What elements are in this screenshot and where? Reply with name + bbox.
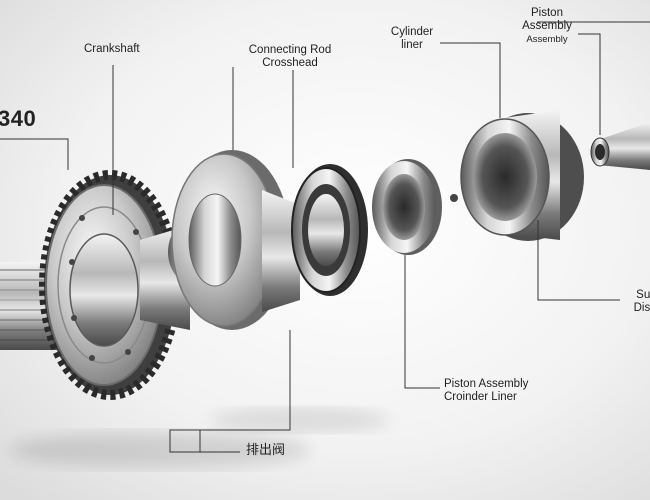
small-bolt xyxy=(450,194,458,202)
piston-assembly-label-line3: Assembly xyxy=(526,34,568,45)
gear xyxy=(39,170,181,400)
bearing xyxy=(291,164,368,296)
suction-discharge-label-line1: Suc xyxy=(636,289,650,301)
piston-assembly-label-line2: Assembly xyxy=(522,20,572,32)
discharge-valve-label: 排出阀 xyxy=(246,443,286,458)
suction-discharge-label-line2: Disc xyxy=(633,302,650,314)
cylinder-liner-label-line2: liner xyxy=(401,39,423,51)
cylinder-liner-ring xyxy=(372,159,442,255)
leader-lines xyxy=(0,21,650,453)
piston-assembly-liner-label-line2: Croinder Liner xyxy=(444,391,517,403)
connecting-rod-label-line1: Connecting Rod xyxy=(248,44,332,56)
connecting-rod-label: Connecting Rod Crosshead xyxy=(240,44,340,70)
piston-rod xyxy=(590,122,650,170)
cylinder-liner-label: Cylinder liner xyxy=(382,26,442,52)
crankshaft-label: Crankshaft xyxy=(84,43,140,55)
cylinder-liner-label-line1: Cylinder xyxy=(390,26,434,38)
shadow xyxy=(10,432,310,468)
piston-assembly-liner-label-line1: Piston Assembly xyxy=(444,378,529,390)
connecting-rod-label-line2: Crosshead xyxy=(262,57,318,69)
piston-liner xyxy=(460,110,584,241)
piston-assembly-label-line1: Piston xyxy=(531,7,563,19)
connecting-rod-disc xyxy=(171,150,300,330)
part-number-label: 340 xyxy=(0,106,37,131)
shadow xyxy=(210,408,390,432)
piston-assembly-label: Piston Assembly Assembly xyxy=(512,7,582,46)
suction-discharge-label: Suc Disc xyxy=(626,289,650,315)
piston-assembly-liner-label: Piston Assembly Croinder Liner xyxy=(444,378,528,404)
